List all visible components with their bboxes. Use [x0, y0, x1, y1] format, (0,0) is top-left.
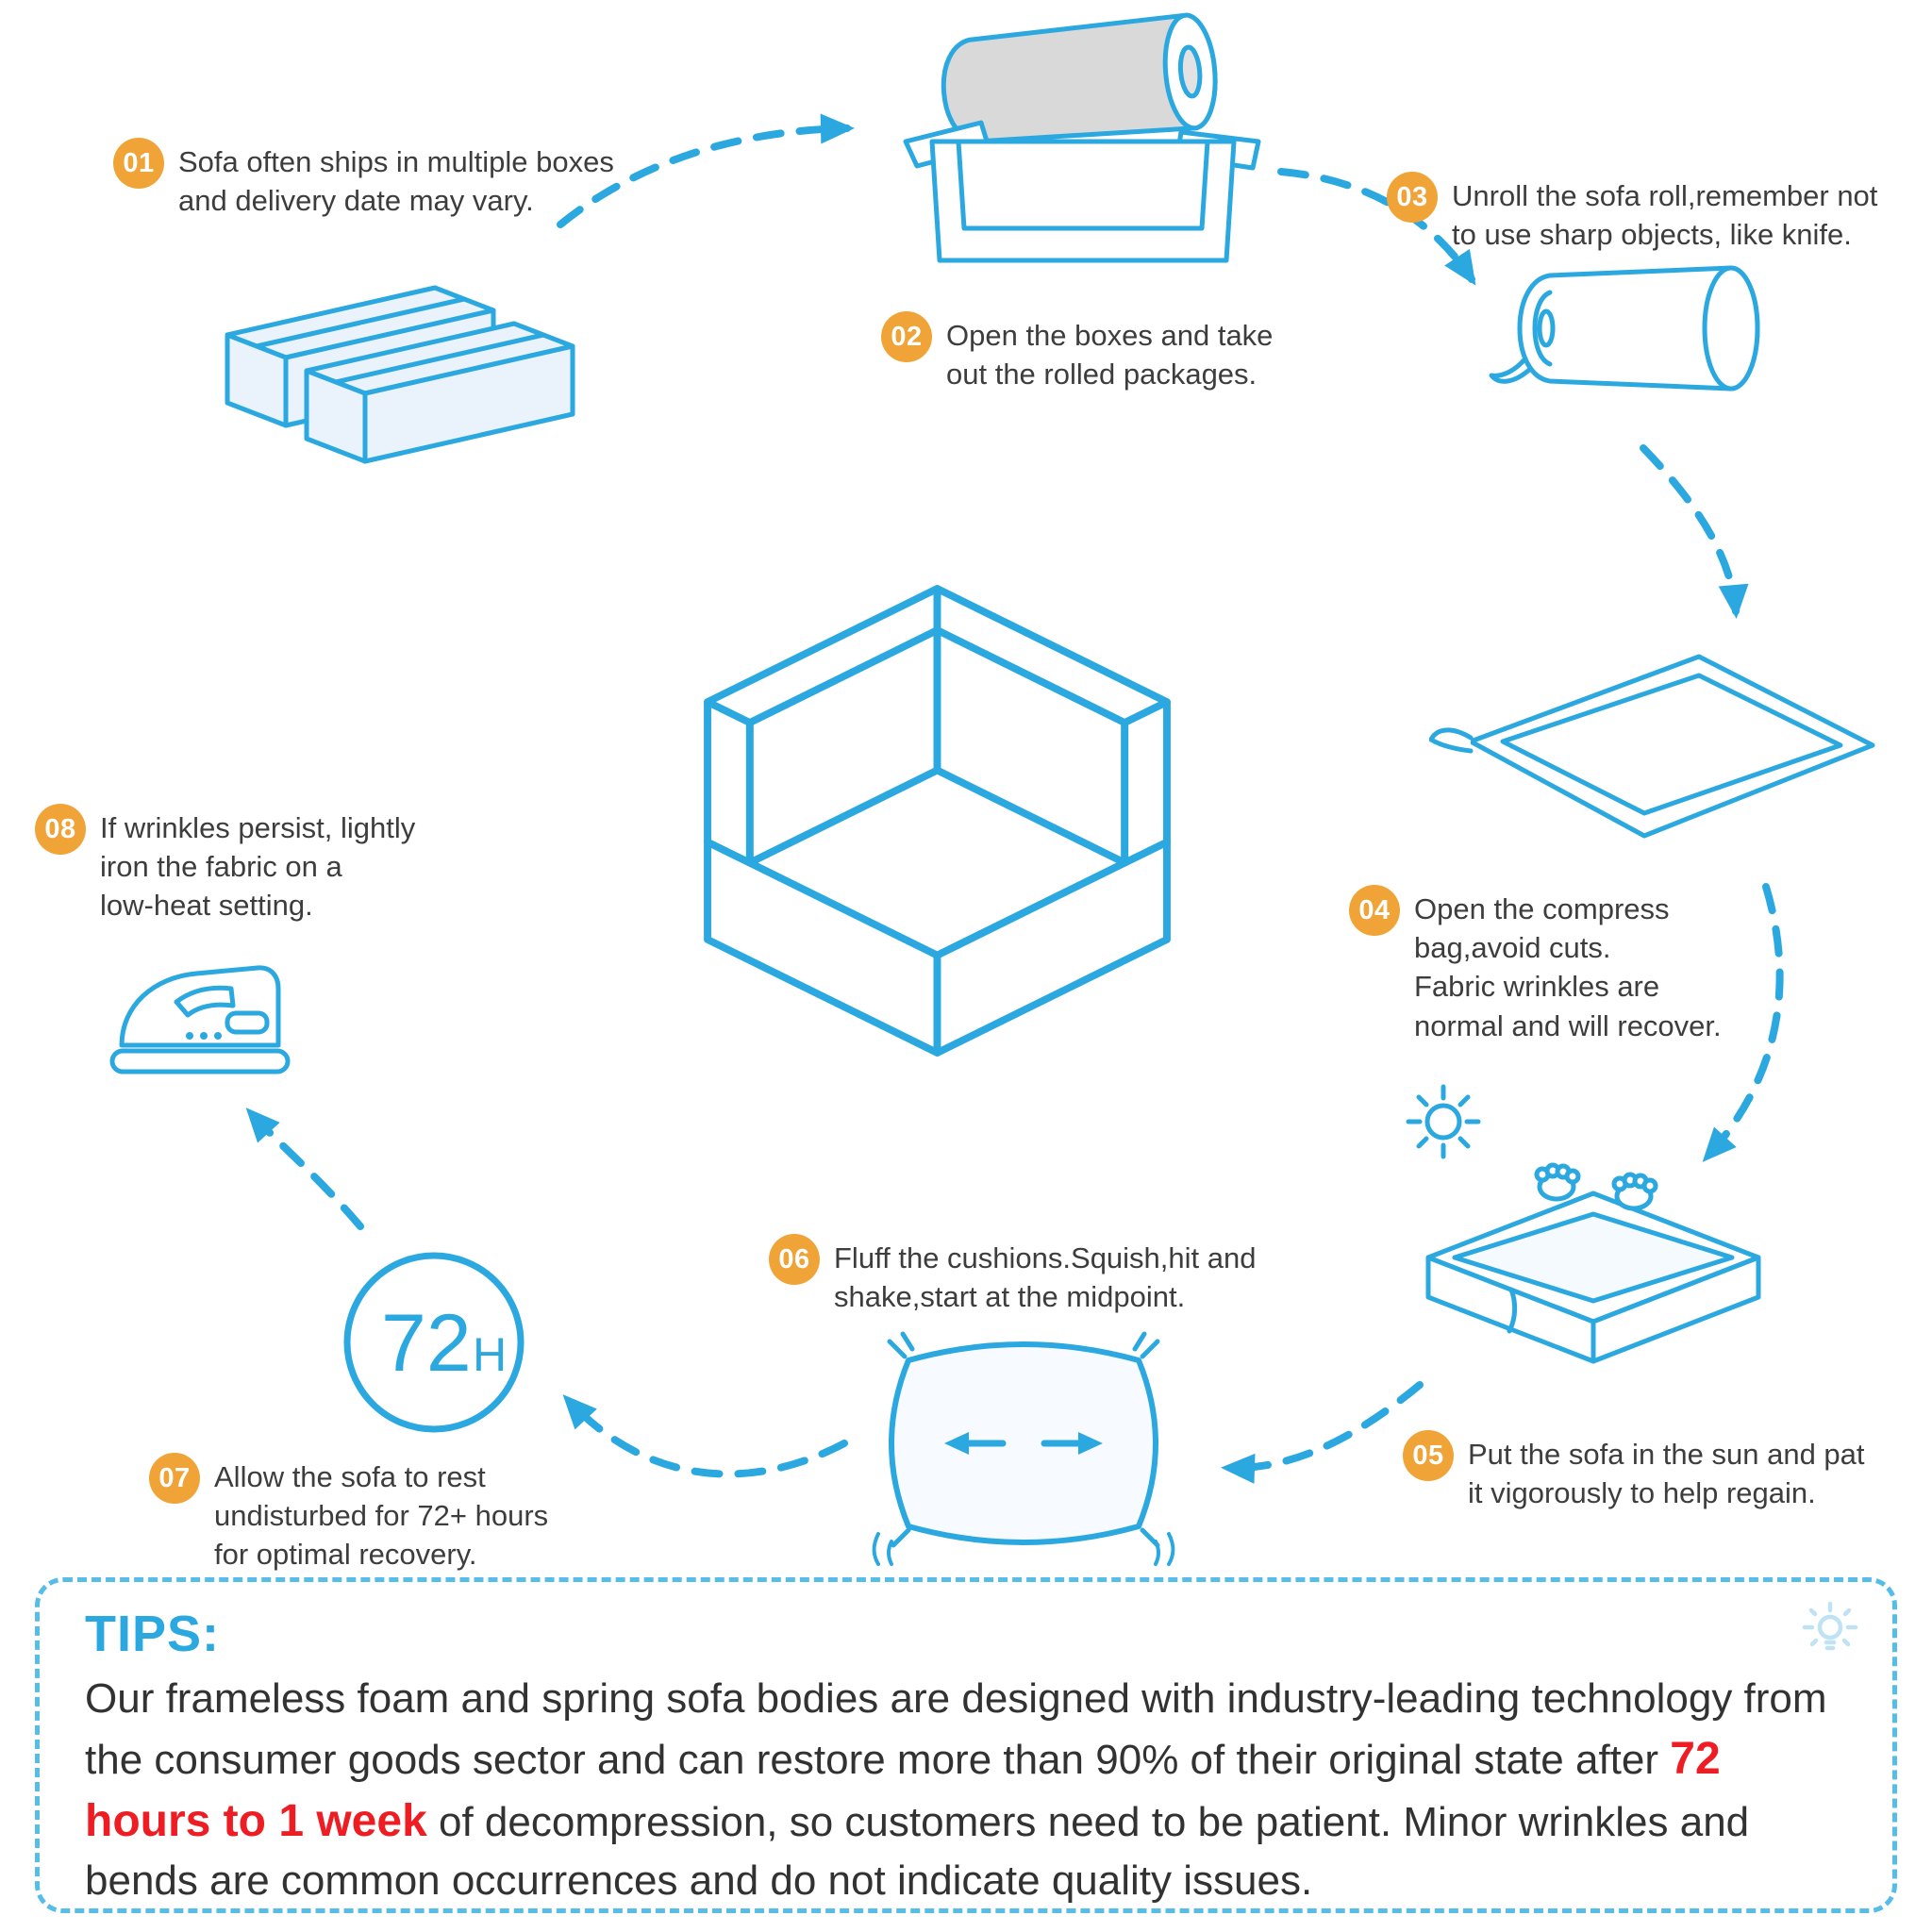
tips-title: TIPS:	[85, 1606, 221, 1662]
lightbulb-icon	[1802, 1601, 1858, 1651]
step-04: 04 Open the compress bag,avoid cuts. Fab…	[1349, 885, 1722, 1045]
step-06-text: Fluff the cushions.Squish,hit and shake,…	[834, 1241, 1257, 1314]
step-03-badge: 03	[1387, 172, 1438, 223]
step-07-badge: 07	[149, 1453, 200, 1504]
step-01-badge: 01	[113, 138, 164, 189]
rest-hours-value: 72	[381, 1298, 472, 1389]
tips-panel: TIPS: Our frameless foam and spring sofa…	[35, 1577, 1897, 1913]
step-08-text: If wrinkles persist, lightly iron the fa…	[100, 811, 416, 923]
tips-body: Our frameless foam and spring sofa bodie…	[85, 1671, 1847, 1910]
step-02-badge: 02	[881, 311, 932, 362]
hand-icon	[1534, 1162, 1581, 1202]
step-05-badge: 05	[1403, 1430, 1454, 1481]
sun-pat-sofa-illustration	[1406, 1084, 1761, 1364]
step-06-badge: 06	[769, 1234, 820, 1285]
step-01-text: Sofa often ships in multiple boxes and d…	[178, 145, 614, 218]
tips-body-after: of decompression, so customers need to b…	[85, 1798, 1750, 1905]
iron-illustration	[109, 965, 291, 1074]
step-03: 03 Unroll the sofa roll,remember not to …	[1387, 172, 1877, 254]
hand-icon	[1611, 1172, 1658, 1211]
spread-arrows-icon	[944, 1432, 1103, 1455]
step-05-text: Put the sofa in the sun and pat it vigor…	[1468, 1438, 1865, 1510]
corner-sofa-illustration	[704, 585, 1171, 1057]
rest-hours-unit: H	[473, 1328, 507, 1381]
step-02: 02 Open the boxes and take out the rolle…	[881, 311, 1273, 393]
rest-72h-icon: 72 H	[343, 1252, 525, 1433]
cushion-illustration	[872, 1331, 1175, 1566]
step-08-badge: 08	[35, 804, 86, 855]
step-03-text: Unroll the sofa roll,remember not to use…	[1452, 179, 1878, 252]
step-08: 08 If wrinkles persist, lightly iron the…	[35, 804, 415, 925]
step-02-text: Open the boxes and take out the rolled p…	[946, 319, 1274, 391]
carton-with-roll-illustration	[903, 12, 1261, 263]
sofa-roll-illustration	[1489, 265, 1760, 391]
arrow-step7-step8	[245, 1108, 364, 1230]
shipping-boxes-illustration	[225, 285, 575, 464]
rolled-package	[941, 12, 1218, 144]
step-04-badge: 04	[1349, 885, 1400, 936]
tips-body-before: Our frameless foam and spring sofa bodie…	[85, 1675, 1827, 1783]
compress-bag-illustration	[1429, 654, 1875, 839]
step-06: 06 Fluff the cushions.Squish,hit and sha…	[769, 1234, 1257, 1316]
arrow-step3-step4	[1640, 444, 1749, 619]
step-07-text: Allow the sofa to rest undisturbed for 7…	[214, 1460, 549, 1572]
tips-highlight: 72 hours to 1 week	[85, 1733, 1721, 1846]
sun-icon	[1406, 1084, 1481, 1159]
step-01: 01 Sofa often ships in multiple boxes an…	[113, 138, 614, 220]
arrow-step6-step7	[562, 1394, 848, 1478]
arrow-step5-step6	[1221, 1381, 1424, 1484]
step-05: 05 Put the sofa in the sun and pat it vi…	[1403, 1430, 1865, 1512]
step-04-text: Open the compress bag,avoid cuts. Fabric…	[1414, 892, 1722, 1042]
step-07: 07 Allow the sofa to rest undisturbed fo…	[149, 1453, 548, 1574]
